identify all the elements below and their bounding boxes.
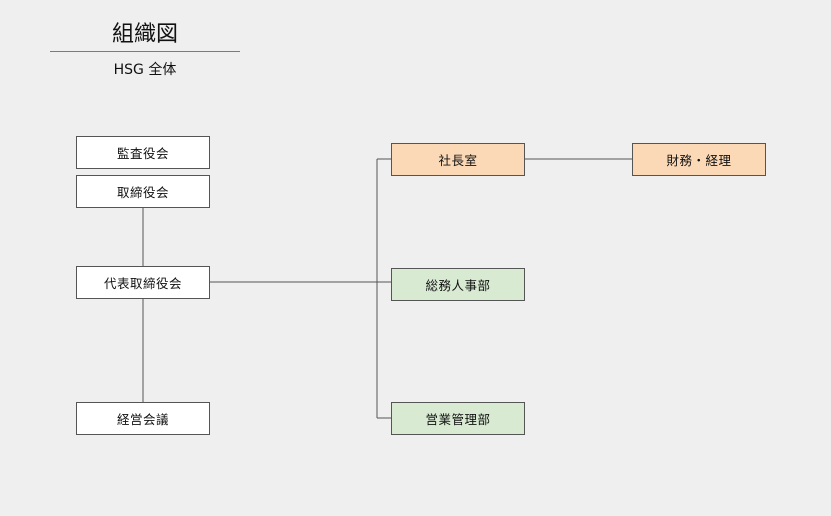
node-management-meeting: 経営会議 bbox=[76, 402, 210, 435]
chart-title: 組織図 bbox=[111, 22, 178, 47]
chart-subtitle: HSG 全体 bbox=[113, 62, 177, 78]
title-underline bbox=[50, 51, 240, 52]
node-president-office: 社長室 bbox=[391, 143, 525, 176]
node-board-of-directors: 取締役会 bbox=[76, 175, 210, 208]
node-sales-management: 営業管理部 bbox=[391, 402, 525, 435]
node-general-affairs-hr: 総務人事部 bbox=[391, 268, 525, 301]
node-audit-board: 監査役会 bbox=[76, 136, 210, 169]
node-finance-accounting: 財務・経理 bbox=[632, 143, 766, 176]
node-ceo: 代表取締役会 bbox=[76, 266, 210, 299]
